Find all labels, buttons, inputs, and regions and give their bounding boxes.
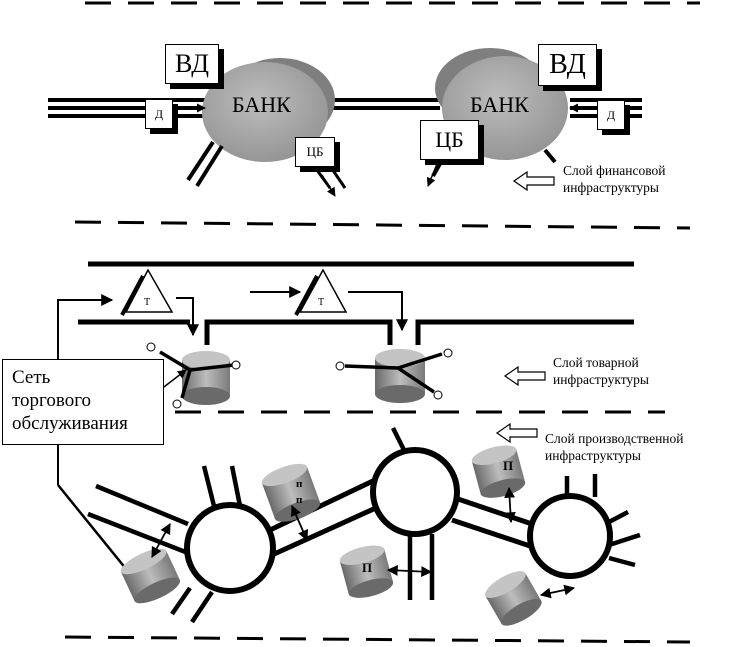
bank-left-label: БАНК — [232, 92, 291, 117]
production-caption-line1: Слой производственной — [545, 431, 684, 446]
production-hub-right — [527, 493, 613, 579]
terminal-left — [120, 268, 174, 316]
producer-p-mid-label: П — [362, 560, 373, 575]
production-caption-line2: инфраструктуры — [545, 448, 641, 463]
commodity-caption: Слой товарной инфраструктуры — [553, 354, 649, 388]
production-feeder-line — [57, 484, 136, 581]
producer-node-pp — [261, 463, 321, 522]
producer-pp-label-1: п — [296, 478, 303, 490]
vd-right-box: ВД — [538, 44, 597, 86]
producer-node-p-mid — [339, 545, 394, 598]
bank-left-outlines — [186, 140, 224, 188]
production-caption: Слой производственной инфраструктуры — [545, 430, 684, 464]
commodity-layer — [57, 261, 634, 485]
trade-network-line3: обслуживания — [12, 413, 128, 434]
producer-p-top-label: П — [503, 458, 514, 473]
vd-left-box: ВД — [165, 44, 219, 84]
hollow-arrow-financial — [512, 170, 555, 192]
production-hub-left — [184, 502, 276, 594]
trade-node-right — [335, 348, 453, 403]
d-right-box: Д — [597, 100, 625, 130]
trade-network-line1: Сеть — [12, 367, 51, 388]
trade-node-left — [146, 342, 241, 409]
commodity-lower-rail-right — [415, 319, 634, 345]
d-left-box: Д — [145, 99, 173, 129]
bank-right-label: БАНК — [470, 92, 529, 117]
financial-caption: Слой финансовой инфраструктуры — [563, 162, 666, 196]
terminal-right-label: Т — [318, 297, 325, 308]
hub-connectors — [268, 477, 533, 558]
separator-bottom — [64, 635, 691, 644]
commodity-caption-line2: инфраструктуры — [553, 372, 649, 387]
financial-caption-line2: инфраструктуры — [563, 180, 659, 195]
commodity-lower-rail-mid — [204, 319, 393, 345]
terminal-left-label: Т — [144, 297, 151, 308]
producer-node-p-top — [471, 445, 526, 498]
cb-right-box: ЦБ — [420, 120, 479, 160]
production-hub-center — [370, 447, 460, 537]
arrow-terminal-right-down — [348, 291, 408, 332]
arrow-trade-network-to-node — [159, 369, 187, 391]
cb-left-box: ЦБ — [295, 137, 335, 167]
commodity-caption-line1: Слой товарной — [553, 355, 639, 370]
bank-left-cb-lines — [312, 165, 347, 189]
terminal-right — [294, 268, 348, 316]
arrow-cb-left-down — [321, 174, 336, 197]
producer-node-left — [120, 548, 181, 604]
hollow-arrow-production — [495, 422, 538, 444]
trade-network-box: Сеть торгового обслуживания — [2, 359, 164, 445]
arrow-cb-right-down — [426, 163, 438, 187]
exchange-arrows — [151, 486, 576, 599]
financial-caption-line1: Слой финансовой — [563, 163, 666, 178]
producer-pp-label-2: п — [296, 494, 303, 506]
arrow-terminal-left-down — [176, 297, 199, 337]
hollow-arrow-commodity — [503, 365, 546, 387]
production-layer — [57, 422, 641, 626]
separator-financial-commodity — [74, 220, 691, 230]
trade-network-line2: торгового — [12, 390, 92, 411]
producer-node-bottom-right — [485, 571, 542, 626]
